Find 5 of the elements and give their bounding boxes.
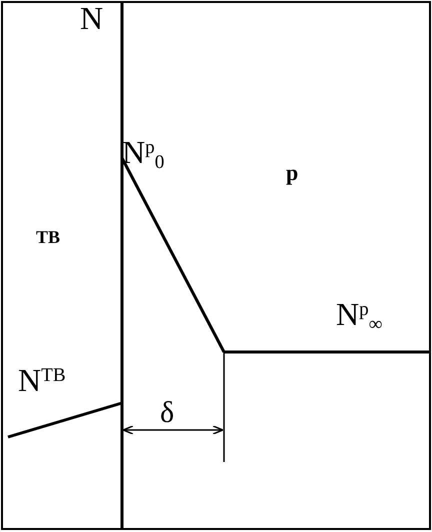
region-label: N (80, 2, 104, 34)
region-label: N$^{TB}$ (18, 364, 66, 396)
region-label: p (286, 162, 298, 184)
region-label: TB (36, 228, 60, 246)
region-label: δ (160, 398, 174, 428)
